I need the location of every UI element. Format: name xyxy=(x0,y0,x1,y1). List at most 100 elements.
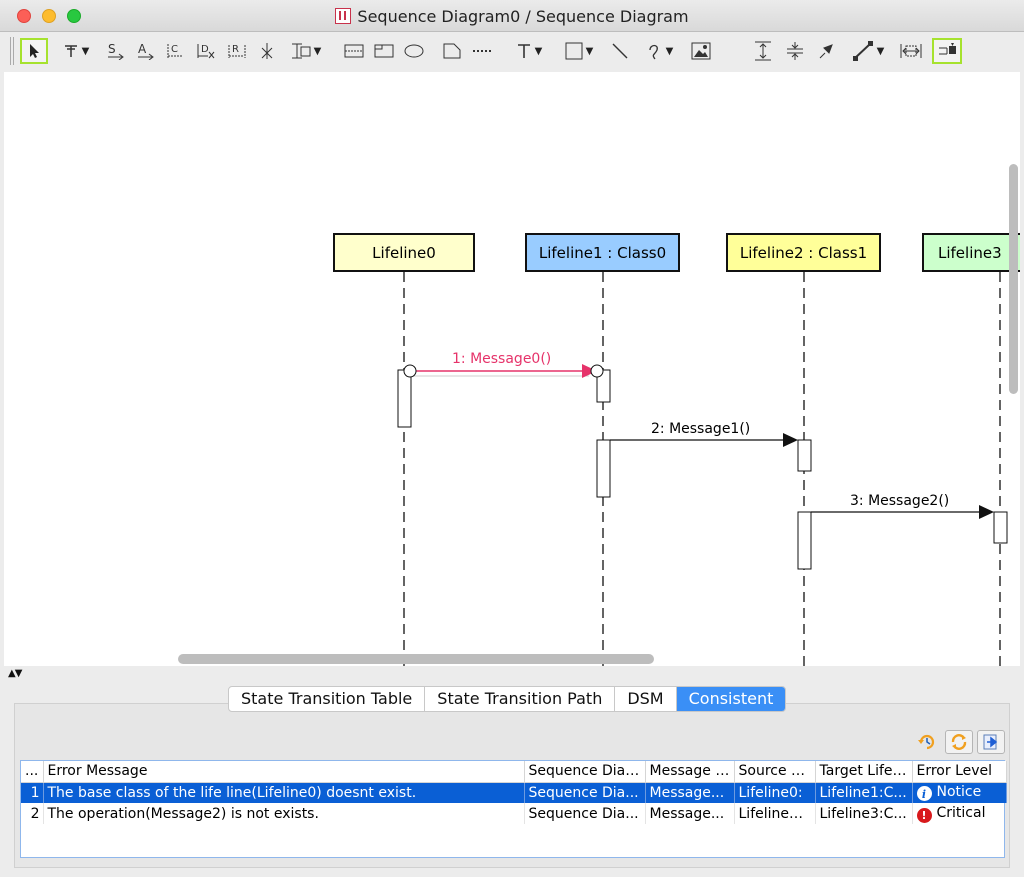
async-message-tool-icon[interactable]: A xyxy=(134,38,158,64)
create-message-tool-icon[interactable]: C xyxy=(164,38,188,64)
target-lifeline-cell: Lifeline1:C... xyxy=(815,782,913,803)
source-lifeline-cell: Lifeline0: xyxy=(734,782,816,803)
column-header[interactable]: Message I... xyxy=(645,761,735,783)
freehand-tool-icon[interactable]: ▼ xyxy=(640,38,680,64)
error-message: The operation(Message2) is not exists. xyxy=(43,803,525,824)
error-level-label: Notice xyxy=(936,784,982,801)
minimize-window-button[interactable] xyxy=(42,9,56,23)
maximize-window-button[interactable] xyxy=(67,9,81,23)
source-lifeline-cell: Lifeline2... xyxy=(734,803,816,824)
error-level-cell: !Critical xyxy=(912,803,1007,824)
error-message: The base class of the life line(Lifeline… xyxy=(43,782,525,803)
message-label[interactable]: 2: Message1() xyxy=(651,421,751,437)
info-icon: i xyxy=(916,786,932,802)
note-tool-icon[interactable]: ▼ xyxy=(56,38,96,64)
table-row[interactable]: 2 The operation(Message2) is not exists.… xyxy=(21,803,1007,824)
message2-arrowhead xyxy=(979,505,994,519)
pin-icon[interactable] xyxy=(814,38,838,64)
gate-tool-icon[interactable] xyxy=(402,38,426,64)
tab-dsm[interactable]: DSM xyxy=(615,687,677,711)
state-invariant-tool-icon[interactable] xyxy=(372,38,396,64)
svg-text:S: S xyxy=(108,42,116,56)
lifeline-head[interactable]: Lifeline3 xyxy=(922,233,1020,272)
activation-bar[interactable] xyxy=(797,511,812,570)
error-table[interactable]: ... Error Message Sequence Diag... Messa… xyxy=(20,760,1007,858)
svg-text:A: A xyxy=(138,42,147,56)
row-number: 1 xyxy=(21,782,44,803)
image-tool-icon[interactable] xyxy=(688,38,714,64)
sequence-diagram-icon xyxy=(335,8,352,24)
column-header[interactable]: Source Li... xyxy=(734,761,816,783)
window-title-text: Sequence Diagram0 / Sequence Diagram xyxy=(357,7,689,26)
table-row[interactable]: 1 The base class of the life line(Lifeli… xyxy=(21,782,1007,803)
lifeline-head[interactable]: Lifeline0 xyxy=(333,233,475,272)
toolbar-grip[interactable] xyxy=(10,37,14,65)
consistency-panel: ... Error Message Sequence Diag... Messa… xyxy=(14,703,1010,868)
stop-tool-icon[interactable] xyxy=(256,38,278,64)
error-table-grid: ... Error Message Sequence Diag... Messa… xyxy=(21,761,1007,824)
activation-bar[interactable] xyxy=(596,439,611,498)
message-cell: Message... xyxy=(645,782,735,803)
splitter-toggle-icon[interactable]: ▲▼ xyxy=(8,668,22,679)
close-window-button[interactable] xyxy=(17,9,31,23)
message-label[interactable]: 1: Message0() xyxy=(452,351,552,367)
panel-tabs: State Transition Table State Transition … xyxy=(228,686,787,712)
column-header[interactable]: Sequence Diag... xyxy=(524,761,646,783)
column-header[interactable]: Error Level xyxy=(912,761,1007,783)
horizontal-scrollbar[interactable] xyxy=(178,654,654,664)
tab-consistent[interactable]: Consistent xyxy=(676,687,786,711)
refresh-icon[interactable] xyxy=(945,730,973,754)
reply-message-tool-icon[interactable]: R xyxy=(224,38,250,64)
error-level-label: Critical xyxy=(936,804,986,821)
selection-handle[interactable] xyxy=(403,364,417,378)
sequence-diagram-cell: Sequence Dia... xyxy=(524,803,646,824)
message-cell: Message... xyxy=(645,803,735,824)
panel-toolbar xyxy=(913,730,1005,754)
message-label[interactable]: 3: Message2() xyxy=(850,493,950,509)
fit-width-icon[interactable] xyxy=(898,38,924,64)
lifeline-head[interactable]: Lifeline1 : Class0 xyxy=(525,233,680,272)
lifeline-label: Lifeline1 : Class0 xyxy=(538,243,667,262)
shrink-space-icon[interactable] xyxy=(782,38,808,64)
column-header[interactable]: ... xyxy=(21,761,44,783)
tab-state-transition-path[interactable]: State Transition Path xyxy=(425,687,616,711)
lifeline-label: Lifeline0 xyxy=(372,243,436,262)
message0-arrowhead xyxy=(582,364,597,378)
rectangle-tool-icon[interactable]: ▼ xyxy=(558,38,600,64)
activation-bar[interactable] xyxy=(993,511,1008,544)
table-header-row: ... Error Message Sequence Diag... Messa… xyxy=(21,761,1007,783)
line-style-icon[interactable]: ▼ xyxy=(846,38,890,64)
combined-fragment-tool-icon[interactable] xyxy=(342,38,366,64)
interaction-use-tool-icon[interactable]: ▼ xyxy=(284,38,326,64)
svg-text:C: C xyxy=(171,44,178,55)
note-anchor-tool-icon[interactable] xyxy=(440,38,464,64)
diagram-toolbar: ▼ S A C D R ▼ ▼ ▼ ▼ xyxy=(0,32,1024,70)
lifeline-head[interactable]: Lifeline2 : Class1 xyxy=(726,233,881,272)
destroy-message-tool-icon[interactable]: D xyxy=(194,38,218,64)
vertical-scrollbar[interactable] xyxy=(1009,164,1018,394)
svg-text:R: R xyxy=(232,44,239,55)
column-header[interactable]: Target Lifel... xyxy=(815,761,913,783)
auto-layout-icon[interactable] xyxy=(932,38,962,64)
svg-text:D: D xyxy=(201,44,209,55)
lifeline-label: Lifeline3 xyxy=(938,243,1002,262)
line-style-dotted-icon[interactable] xyxy=(470,38,496,64)
activation-bar[interactable] xyxy=(397,369,412,428)
column-header[interactable]: Error Message xyxy=(43,761,525,783)
diagram-canvas[interactable]: Lifeline0 Lifeline1 : Class0 Lifeline2 :… xyxy=(4,72,1020,666)
activation-bar[interactable] xyxy=(596,369,611,403)
selection-handle[interactable] xyxy=(590,364,604,378)
sync-message-tool-icon[interactable]: S xyxy=(104,38,128,64)
line-tool-icon[interactable] xyxy=(608,38,632,64)
tab-state-transition-table[interactable]: State Transition Table xyxy=(229,687,426,711)
message1-arrowhead xyxy=(783,433,798,447)
history-refresh-icon[interactable] xyxy=(913,730,941,754)
target-lifeline-cell: Lifeline3:C... xyxy=(815,803,913,824)
export-icon[interactable] xyxy=(977,730,1005,754)
sequence-diagram xyxy=(397,272,1008,666)
activation-bar[interactable] xyxy=(797,439,812,472)
select-tool-icon[interactable] xyxy=(20,38,48,64)
text-tool-icon[interactable]: ▼ xyxy=(508,38,550,64)
expand-space-icon[interactable] xyxy=(750,38,776,64)
critical-icon: ! xyxy=(916,807,932,823)
